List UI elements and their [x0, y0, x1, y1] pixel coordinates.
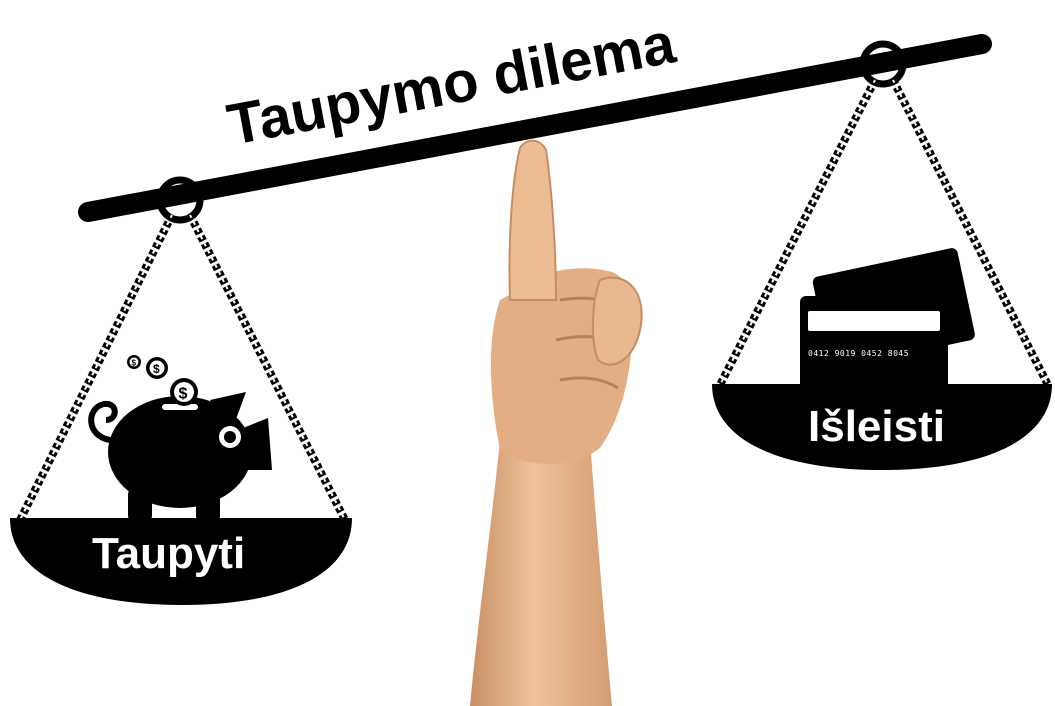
card-number: 0412 9019 0452 8045 — [808, 349, 909, 358]
svg-text:$: $ — [179, 386, 188, 403]
piggy-bank-icon — [88, 392, 272, 520]
left-chains — [16, 213, 349, 522]
raised-hand-illustration — [470, 139, 643, 706]
svg-text:$: $ — [132, 359, 137, 368]
right-chains — [716, 78, 1052, 387]
credit-cards-icon: 0412 9019 0452 8045 — [800, 248, 975, 390]
coins-icon: $ $ $ — [127, 355, 198, 406]
right-scale-pan — [712, 384, 1052, 470]
left-pan-label: Taupyti — [92, 529, 245, 578]
scale-beam — [78, 34, 992, 222]
right-hanger-ring — [859, 40, 907, 88]
left-scale-pan — [10, 518, 352, 605]
svg-text:$: $ — [153, 362, 160, 376]
left-hanger-ring — [156, 176, 204, 224]
right-pan-label: Išleisti — [808, 402, 945, 451]
